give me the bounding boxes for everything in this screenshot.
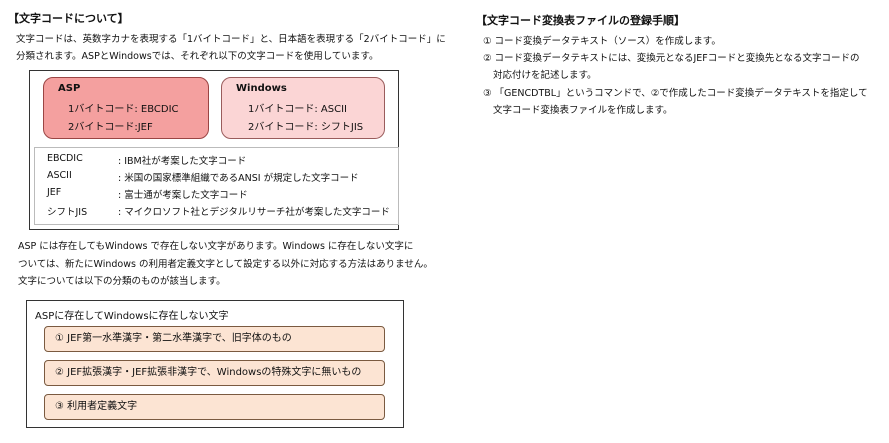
- definition-row: JEF : 富士通が考案した文字コード: [35, 187, 395, 204]
- intro-line-1: 文字コードは、英数字カナを表現する「1バイトコード」と、日本語を表現する「2バイ…: [16, 34, 446, 45]
- asp-box-title: ASP: [58, 83, 81, 94]
- definition-term: シフトJIS: [47, 207, 88, 218]
- definition-desc: : 富士通が考案した文字コード: [118, 190, 248, 201]
- missing-char-item: ① JEF第一水準漢字・第二水準漢字で、旧字体のもの: [44, 326, 385, 352]
- note-line-2: ついては、新たにWindows の利用者定義文字として設定する以外に対応する方法…: [18, 259, 433, 270]
- definition-row: ASCII : 米国の国家標準組織であるANSI が規定した文字コード: [35, 170, 395, 187]
- step-line: 対応付けを記述します。: [493, 70, 597, 81]
- asp-double-byte-line: 2バイトコード:JEF: [68, 122, 153, 133]
- windows-code-box: Windows 1バイトコード: ASCII 2バイトコード: シフトJIS: [221, 77, 385, 139]
- definition-term: JEF: [47, 187, 62, 198]
- missing-char-item: ③ 利用者定義文字: [44, 394, 385, 420]
- missing-chars-title: ASPに存在してWindowsに存在しない文字: [35, 311, 229, 322]
- intro-line-2: 分類されます。ASPとWindowsでは、それぞれ以下の文字コードを使用していま…: [16, 51, 379, 62]
- definition-desc: : マイクロソフト社とデジタルリサーチ社が考案した文字コード: [118, 207, 390, 218]
- step-line: ① コード変換データテキスト（ソース）を作成します。: [483, 36, 721, 47]
- missing-char-item: ② JEF拡張漢字・JEF拡張非漢字で、Windowsの特殊文字に無いもの: [44, 360, 385, 386]
- windows-box-title: Windows: [236, 83, 287, 94]
- step-line: ③ 「GENCDTBL」というコマンドで、②で作成したコード変換データテキストを…: [483, 88, 868, 99]
- definitions-table: EBCDIC : IBM社が考案した文字コード ASCII : 米国の国家標準組…: [34, 147, 399, 225]
- definition-term: EBCDIC: [47, 153, 83, 164]
- section-heading-registration: 【文字コード変換表ファイルの登録手順】: [476, 14, 685, 27]
- asp-single-byte-line: 1バイトコード: EBCDIC: [68, 104, 179, 115]
- definition-desc: : 米国の国家標準組織であるANSI が規定した文字コード: [118, 173, 359, 184]
- definition-desc: : IBM社が考案した文字コード: [118, 156, 247, 167]
- section-heading-char-codes: 【文字コードについて】: [8, 12, 129, 25]
- windows-double-byte-line: 2バイトコード: シフトJIS: [248, 122, 364, 133]
- windows-single-byte-line: 1バイトコード: ASCII: [248, 104, 347, 115]
- asp-code-box: ASP 1バイトコード: EBCDIC 2バイトコード:JEF: [43, 77, 209, 139]
- definition-row: EBCDIC : IBM社が考案した文字コード: [35, 153, 395, 170]
- definition-row: シフトJIS : マイクロソフト社とデジタルリサーチ社が考案した文字コード: [35, 204, 395, 221]
- step-line: 文字コード変換表ファイルを作成します。: [493, 105, 673, 116]
- definition-term: ASCII: [47, 170, 72, 181]
- missing-chars-frame: [26, 300, 404, 428]
- note-line-3: 文字については以下の分類のものが該当します。: [18, 276, 226, 287]
- step-line: ② コード変換データテキストには、変換元となるJEFコードと変換先となる文字コー…: [483, 53, 860, 64]
- note-line-1: ASP には存在してもWindows で存在しない文字があります。Windows…: [18, 241, 414, 252]
